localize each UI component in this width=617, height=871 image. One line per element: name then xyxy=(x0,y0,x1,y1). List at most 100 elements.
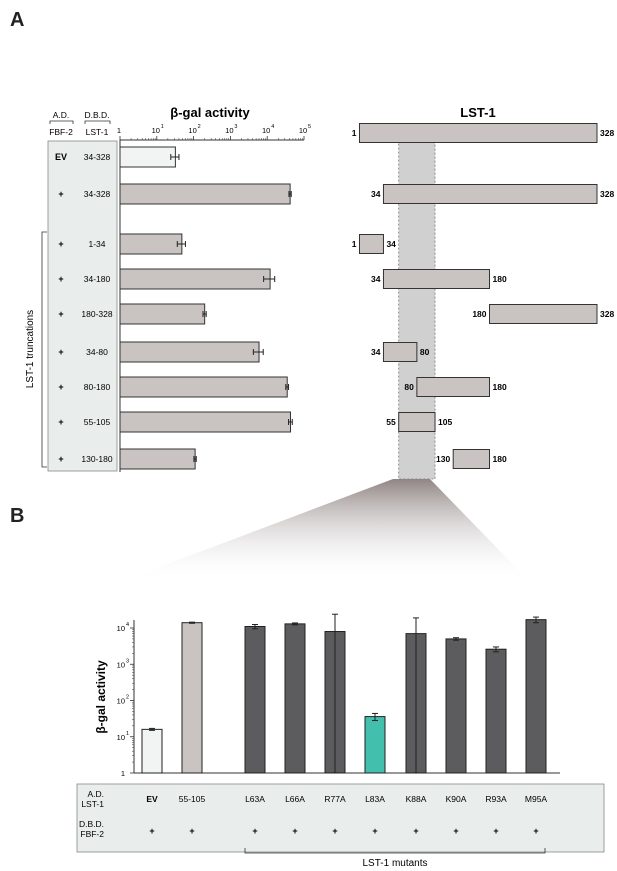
range-end-label: 34 xyxy=(386,239,396,249)
hbar-tick-label: 10 xyxy=(299,126,307,135)
vbar-bar xyxy=(525,619,547,774)
vbar-category-label: L66A xyxy=(285,794,305,804)
vbar-bar xyxy=(141,728,163,774)
b-lst1-label: LST-1 xyxy=(81,799,104,809)
row-construct-label: 34-180 xyxy=(84,274,111,284)
hbar-bar xyxy=(119,341,260,363)
range-end-label: 180 xyxy=(493,274,507,284)
b-ad-label: A.D. xyxy=(87,789,104,799)
vbar-tick-exponent: 2 xyxy=(126,695,129,701)
panel-b-label: B xyxy=(10,505,24,527)
vbar-dbd-value: + xyxy=(453,826,458,836)
vbar-dbd-value: + xyxy=(413,826,418,836)
vbar-bar xyxy=(364,716,386,774)
row-ad-value: + xyxy=(58,309,63,319)
hbar-bars xyxy=(119,146,293,470)
vbar-dbd-value: + xyxy=(493,826,498,836)
ad-construct-header: FBF-2 xyxy=(49,127,73,137)
vbar-bar xyxy=(244,625,266,774)
range-start-label: 1 xyxy=(352,128,357,138)
hbar-tick-label: 10 xyxy=(262,126,270,135)
row-ad-value: + xyxy=(58,189,63,199)
vbar-tick-exponent: 3 xyxy=(126,658,129,664)
b-dbd-label: D.B.D. xyxy=(79,819,104,829)
range-segment xyxy=(382,269,491,289)
vbar-category-label: R93A xyxy=(485,794,507,804)
hbar-bar xyxy=(119,183,291,205)
vbar-bar xyxy=(485,648,507,774)
panel-a-table-shade xyxy=(47,140,118,472)
mutants-bracket xyxy=(244,848,546,854)
vbar-category-label: K88A xyxy=(406,794,427,804)
hbar-bar xyxy=(119,411,292,433)
row-construct-label: 55-105 xyxy=(84,417,111,427)
panel-a-label: A xyxy=(10,9,24,31)
vbar-tick-label: 10 xyxy=(117,697,125,706)
vbar-tick-exponent: 1 xyxy=(126,731,129,737)
range-end-label: 328 xyxy=(600,128,614,138)
ad-header-bracket xyxy=(49,120,74,124)
truncations-bracket xyxy=(41,231,47,468)
hbar-bar xyxy=(119,376,288,398)
hbar-tick-label: 10 xyxy=(188,126,196,135)
dbd-construct-header: LST-1 xyxy=(86,127,109,137)
row-ad-value: + xyxy=(58,274,63,284)
ad-header: A.D. xyxy=(53,110,70,120)
range-end-label: 328 xyxy=(600,309,614,319)
vbar-category-label: L83A xyxy=(365,794,385,804)
row-ad-value: EV xyxy=(55,152,67,162)
range-segment xyxy=(359,234,384,254)
vbar-tick-exponent: 4 xyxy=(126,622,129,628)
zoom-cone xyxy=(120,479,530,582)
vbar-dbd-value: + xyxy=(252,826,257,836)
vbar-category-label: R77A xyxy=(324,794,346,804)
hbar-tick-exponent: 5 xyxy=(308,124,311,130)
row-construct-label: 34-328 xyxy=(84,189,111,199)
vbar-ylabel: β-gal activity xyxy=(94,660,108,734)
vbar-bar xyxy=(445,638,467,774)
row-ad-value: + xyxy=(58,347,63,357)
range-segment xyxy=(416,377,491,397)
vbar-category-label: 55-105 xyxy=(179,794,206,804)
vbar-bar xyxy=(284,623,306,774)
range-end-label: 80 xyxy=(420,347,430,357)
hbar-bar xyxy=(119,146,176,168)
vbar-dbd-value: + xyxy=(189,826,194,836)
range-title: LST-1 xyxy=(460,105,495,120)
vbar-bars xyxy=(141,613,547,774)
vbar-dbd-value: + xyxy=(292,826,297,836)
range-end-label: 105 xyxy=(438,417,452,427)
range-start-label: 130 xyxy=(436,454,450,464)
vbar-category-label: K90A xyxy=(446,794,467,804)
range-segment xyxy=(382,184,598,204)
mutants-label: LST-1 mutants xyxy=(362,858,427,869)
row-ad-value: + xyxy=(58,454,63,464)
vbar-dbd-value: + xyxy=(332,826,337,836)
truncations-label: LST-1 truncations xyxy=(25,310,36,388)
hbar-tick-label: 10 xyxy=(152,126,160,135)
hbar-bar xyxy=(119,268,271,290)
range-start-label: 55 xyxy=(386,417,396,427)
dbd-header-bracket xyxy=(84,120,111,124)
hbar-bar xyxy=(119,303,206,325)
vbar-table: EV+55-105+L63A+L66A+R77A+L83A+K88A+K90A+… xyxy=(146,794,547,836)
range-segment xyxy=(452,449,491,469)
vbar-category-label: EV xyxy=(146,794,158,804)
hbar-tick-exponent: 2 xyxy=(198,124,201,130)
range-end-label: 180 xyxy=(493,454,507,464)
vbar-tick-label: 1 xyxy=(121,769,125,778)
b-fbf2-label: FBF-2 xyxy=(80,829,104,839)
vbar-dbd-value: + xyxy=(149,826,154,836)
range-end-label: 180 xyxy=(493,382,507,392)
row-construct-label: 34-328 xyxy=(84,152,111,162)
row-ad-value: + xyxy=(58,239,63,249)
hbar-tick-exponent: 1 xyxy=(161,124,164,130)
vbar-dbd-value: + xyxy=(533,826,538,836)
range-start-label: 34 xyxy=(371,274,381,284)
range-segment xyxy=(382,342,418,362)
hbar-title: β-gal activity xyxy=(170,105,250,120)
row-construct-label: 80-180 xyxy=(84,382,111,392)
range-segment xyxy=(359,123,598,143)
